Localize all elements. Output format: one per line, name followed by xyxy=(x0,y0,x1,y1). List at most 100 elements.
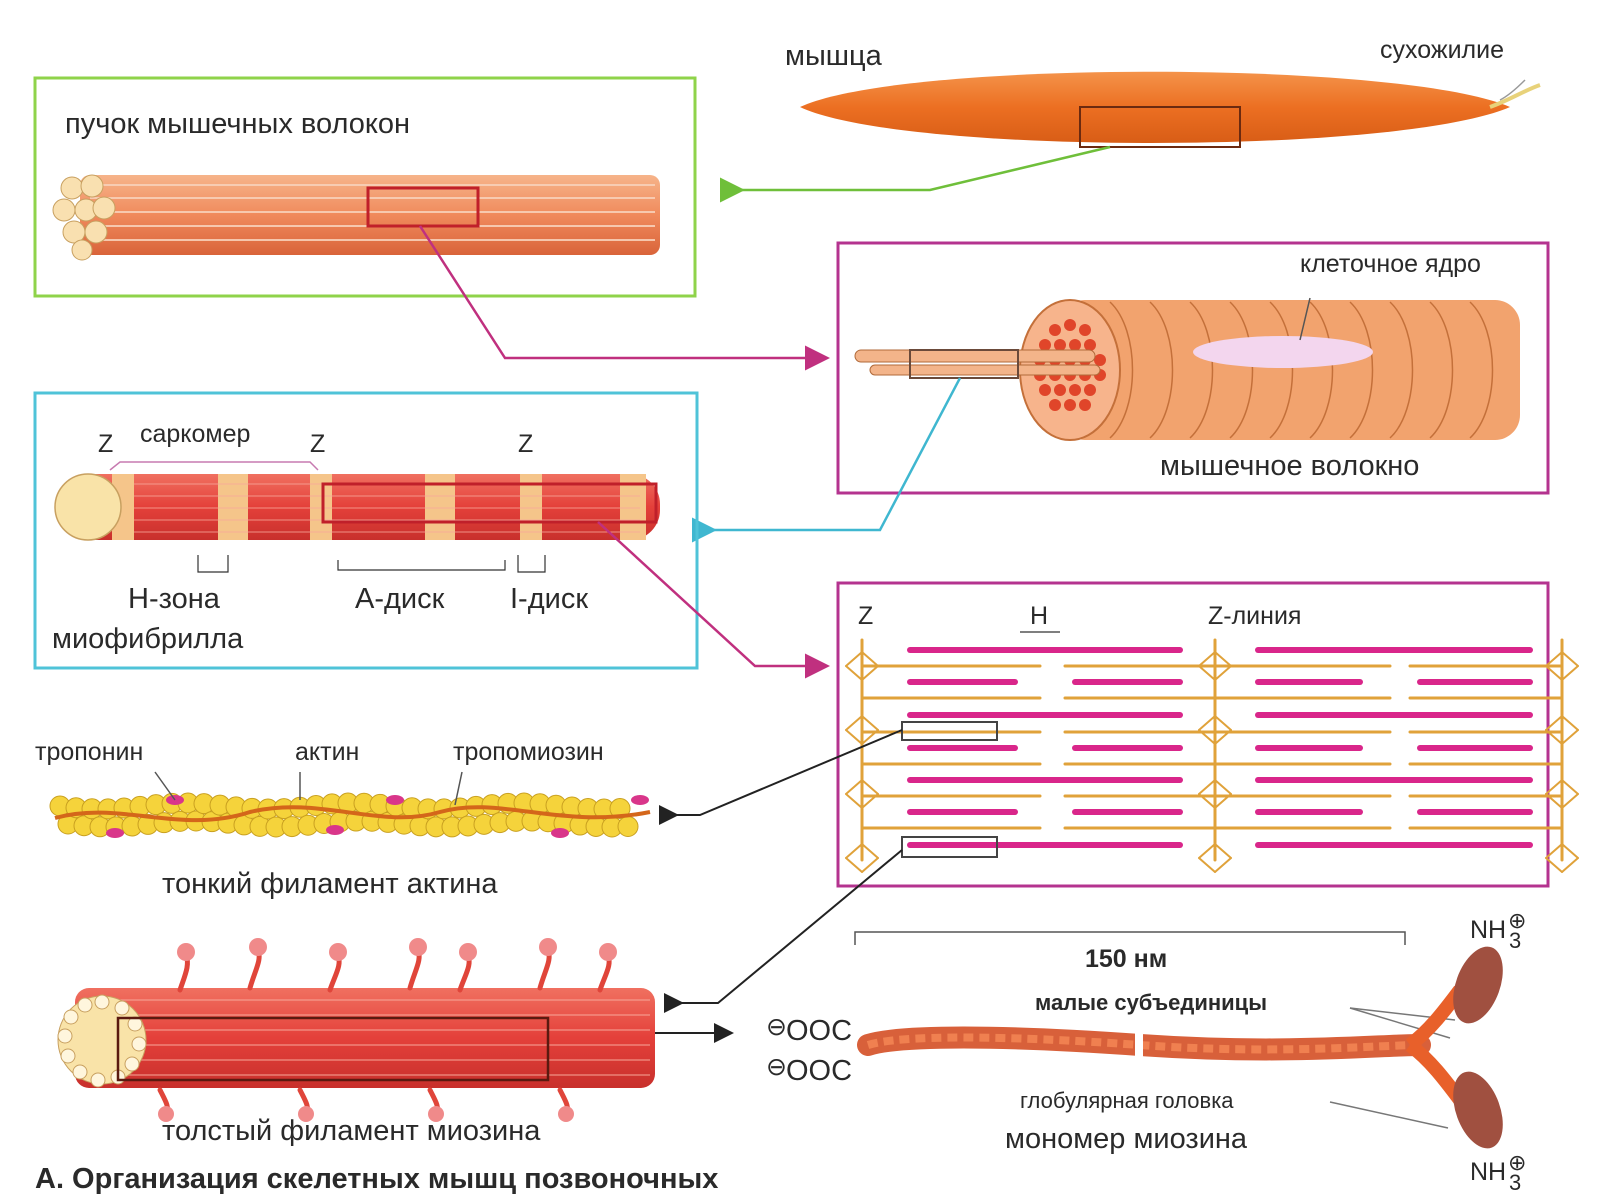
small-subunits-label: малые субъединицы xyxy=(1035,990,1267,1015)
z-connector xyxy=(1545,779,1563,795)
troponin-complex xyxy=(551,828,569,838)
label-pointer xyxy=(454,771,463,806)
arrow-bundle-to-fiber xyxy=(418,225,830,371)
troponin-complex xyxy=(386,795,404,805)
actin-bead xyxy=(609,798,631,820)
thick-filament-illustration xyxy=(57,938,655,1122)
z-connector xyxy=(1198,843,1216,859)
charge-plus-top: ⊕ xyxy=(1508,908,1526,933)
actin-label: актин xyxy=(295,738,359,766)
z-connector xyxy=(845,843,863,859)
muscle-fiber-illustration xyxy=(854,297,1520,441)
z-connector xyxy=(845,665,863,681)
muscle-label: мышца xyxy=(785,40,883,72)
myosin-monomer-label: мономер миозина xyxy=(1005,1123,1248,1155)
figure-caption: А. Организация скелетных мышц позвоночны… xyxy=(35,1163,718,1195)
z-connector xyxy=(845,651,863,667)
z-connector xyxy=(1561,665,1579,681)
globular-head-label: глобулярная головка xyxy=(1020,1088,1234,1113)
myofibril-frame xyxy=(33,391,699,670)
z-connector xyxy=(1198,665,1216,681)
z-connector xyxy=(1545,651,1563,667)
tendon-label: сухожилие xyxy=(1380,36,1504,64)
nh3-sub-bottom: 3 xyxy=(1509,1170,1521,1195)
charge-minus-1: ⊖ xyxy=(766,1013,787,1041)
sarcomere-z-label: Z xyxy=(858,602,873,630)
z-connector xyxy=(1198,857,1216,873)
z-connector xyxy=(1214,729,1232,745)
z-connector xyxy=(1214,843,1232,859)
z-connector xyxy=(845,715,863,731)
label-pointer xyxy=(154,771,176,801)
ooc-label-2: OOC xyxy=(786,1055,852,1087)
z-connector xyxy=(861,843,879,859)
charge-plus-bottom: ⊕ xyxy=(1508,1150,1526,1175)
sarcomere-h-label: H xyxy=(1030,602,1048,630)
thick-filament-label: толстый филамент миозина xyxy=(162,1115,541,1147)
z-label-3: Z xyxy=(518,430,533,458)
z-connector xyxy=(845,793,863,809)
troponin-label: тропонин xyxy=(35,738,143,766)
thin-filament-label: тонкий филамент актина xyxy=(162,868,498,900)
z-connector xyxy=(1561,793,1579,809)
fiber-bundle-illustration xyxy=(52,174,660,261)
z-connector xyxy=(1561,779,1579,795)
z-label-2: Z xyxy=(310,430,325,458)
tropomyosin-strand xyxy=(54,805,651,823)
z-connector xyxy=(861,793,879,809)
nh3-top-label: NH xyxy=(1470,916,1506,944)
myosin-monomer-illustration xyxy=(857,946,1503,1149)
i-disk-label: I-диск xyxy=(510,583,588,615)
z-connector xyxy=(1545,729,1563,745)
z-connector xyxy=(861,665,879,681)
arrow-muscle-to-bundle xyxy=(720,145,1111,203)
z-line-label: Z-линия xyxy=(1208,602,1301,630)
z-connector xyxy=(1198,715,1216,731)
z-connector xyxy=(861,715,879,731)
z-connector xyxy=(1198,651,1216,667)
z-connector xyxy=(1214,715,1232,731)
z-connector xyxy=(1561,843,1579,859)
h-zone-label: H-зона xyxy=(128,583,221,615)
z-connector xyxy=(1545,665,1563,681)
z-connector xyxy=(1545,793,1563,809)
z-connector xyxy=(1198,729,1216,745)
arrow-fiber-to-myofibril xyxy=(692,377,962,543)
fiber-label: мышечное волокно xyxy=(1160,450,1419,482)
tropomyosin-label: тропомиозин xyxy=(453,738,604,766)
z-connector xyxy=(861,651,879,667)
z-connector xyxy=(845,779,863,795)
z-connector xyxy=(1545,715,1563,731)
z-connector xyxy=(861,729,879,745)
sarcomere-frame xyxy=(836,581,1550,888)
muscle-illustration xyxy=(800,71,1541,148)
z-connector xyxy=(845,729,863,745)
z-connector xyxy=(1561,651,1579,667)
nh3-bottom-label: NH xyxy=(1470,1158,1506,1186)
bundle-label: пучок мышечных волокон xyxy=(65,108,410,140)
length-bracket xyxy=(854,931,1406,945)
z-connector xyxy=(1198,793,1216,809)
z-connector xyxy=(845,857,863,873)
myofibril-illustration xyxy=(54,461,660,573)
z-connector xyxy=(1561,715,1579,731)
z-connector xyxy=(1214,651,1232,667)
a-disk-label: A-диск xyxy=(355,583,445,615)
z-connector xyxy=(1561,857,1579,873)
fiber-frame xyxy=(836,241,1550,495)
z-connector xyxy=(1545,843,1563,859)
z-connector xyxy=(861,857,879,873)
nh3-sub-top: 3 xyxy=(1509,928,1521,953)
bundle-frame xyxy=(33,76,697,298)
arrow-to-thin-filament xyxy=(659,729,903,825)
thin-filament-illustration xyxy=(49,771,651,838)
z-label-1: Z xyxy=(98,430,113,458)
troponin-complex xyxy=(631,795,649,805)
arrow-myofibril-to-sarcomere xyxy=(597,521,830,679)
myofibril-label: миофибрилла xyxy=(52,623,244,655)
z-connector xyxy=(1214,665,1232,681)
z-connector xyxy=(1214,857,1232,873)
myosin-selection-box xyxy=(901,836,998,858)
